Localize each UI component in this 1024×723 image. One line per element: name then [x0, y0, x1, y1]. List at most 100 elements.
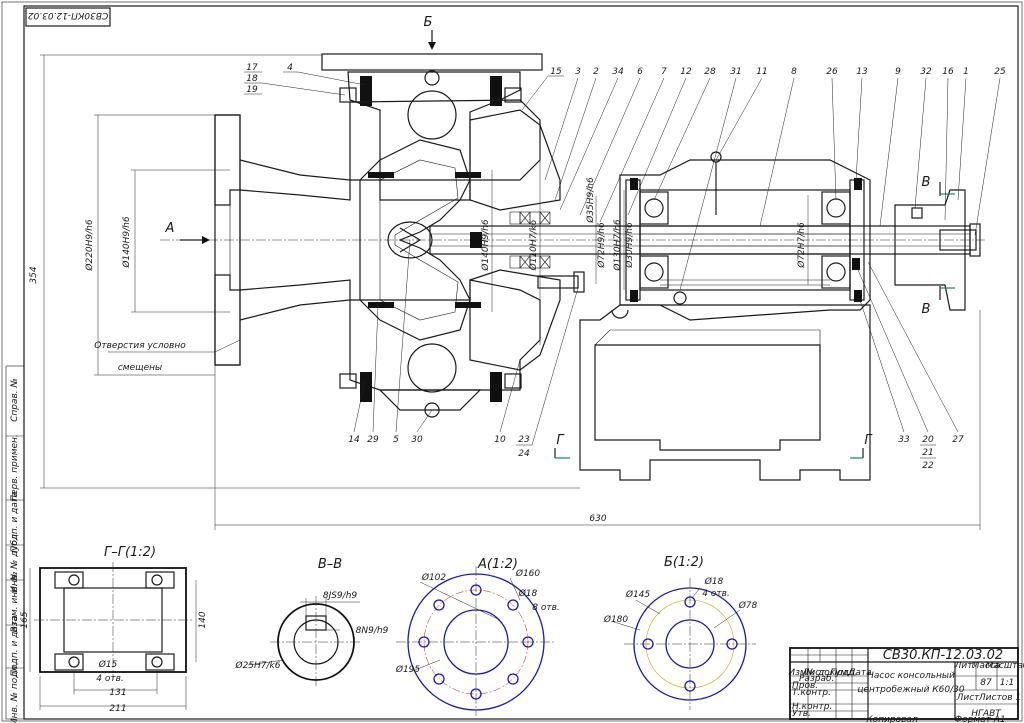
tb-sheet-label: Лит.: [954, 661, 976, 671]
callout-17: 17: [246, 63, 258, 73]
view-b-d-outer: Ø180: [603, 614, 629, 625]
callout-32: 32: [920, 67, 932, 77]
callout-27: 27: [952, 435, 964, 445]
callout-18: 18: [246, 74, 258, 84]
gg-w-outer: 211: [109, 704, 126, 714]
view-b-holes: 4 отв.: [702, 589, 730, 599]
arrow-b-label: Б: [424, 15, 433, 30]
side-strip-3: Подп. и дата: [10, 491, 20, 552]
dim-d-shaft1: Ø35H9/h6: [585, 177, 596, 224]
dim-d-sleeve: Ø110H7/k6: [528, 219, 539, 271]
view-b-d-pitch: Ø145: [625, 589, 651, 600]
tb-role-tcontr: Т.контр.: [792, 688, 831, 698]
tb-name-1: Насос консольный: [867, 671, 955, 681]
callout-4: 4: [287, 63, 293, 73]
callout-24: 24: [518, 449, 530, 459]
gg-h-right: 140: [198, 611, 208, 628]
callout-20: 20: [922, 435, 934, 445]
callouts-top: 4 17 18 19 15 3 2 34 6 7 12 28 31 11: [244, 63, 1006, 291]
callout-21: 21: [922, 448, 933, 458]
callout-28: 28: [704, 67, 716, 77]
view-a-d-bore: Ø102: [421, 572, 447, 583]
callout-10: 10: [494, 435, 506, 445]
dim-d-shaft2: Ø72H9/h6: [596, 222, 607, 269]
corner-code: СВ30КП-12.03.02: [28, 10, 109, 20]
note-line1: Отверстия условно: [94, 341, 186, 351]
side-strip-5: Взам. инв. №: [10, 571, 20, 632]
tb-copied: Копировал: [866, 715, 918, 723]
cut-g-right: Г: [864, 433, 873, 448]
tb-sheet: Лист: [956, 693, 981, 703]
view-a-d-outer: Ø195: [395, 664, 421, 675]
vv-shaft-d: Ø25H7/k6: [235, 660, 281, 671]
gg-d-holes: Ø15: [98, 659, 118, 670]
side-strip-1: Справ. №: [10, 378, 20, 422]
side-strip-2: Перв. примен.: [10, 434, 20, 502]
vv-key-w: 8JS9/h9: [323, 591, 358, 601]
callout-12: 12: [680, 67, 692, 77]
tb-row-date: Дата: [847, 668, 871, 678]
tb-mass: 87: [980, 678, 992, 688]
corner-code-box: СВ30КП-12.03.02: [25, 7, 111, 27]
callout-30: 30: [411, 435, 423, 445]
callout-7: 7: [661, 67, 667, 77]
callout-23: 23: [518, 435, 530, 445]
gg-holes: 4 отв.: [96, 674, 124, 684]
tb-name-2: центробежный К60/30: [857, 685, 965, 695]
callout-14: 14: [348, 435, 360, 445]
tb-role-appr: Утв.: [792, 709, 811, 719]
view-b-d-hole: Ø18: [704, 576, 724, 587]
side-strip-7: Инв. № подл.: [10, 663, 20, 723]
cut-g-left: Г: [556, 433, 565, 448]
callout-1: 1: [963, 67, 969, 77]
section-vv-title: В–В: [318, 557, 342, 572]
cut-v-top: В: [922, 175, 931, 190]
side-strip-6: Подп. и дата: [10, 615, 20, 676]
tb-scale-label: Масштаб: [986, 661, 1024, 671]
callout-34: 34: [612, 67, 624, 77]
tb-sheets: Листов 1: [978, 693, 1021, 703]
view-a-detail: А(1:2) Ø102 Ø160 Ø18 8 отв. Ø195: [395, 557, 560, 716]
callout-2: 2: [593, 67, 599, 77]
section-gg-title: Г–Г(1:2): [104, 545, 156, 560]
tb-role-check: Пров.: [792, 681, 818, 691]
callout-25: 25: [994, 67, 1006, 77]
callout-16: 16: [942, 67, 954, 77]
dim-overall-height: 354: [29, 266, 39, 283]
view-b-d-bore: Ø78: [738, 600, 758, 611]
tb-org: НГАВТ: [971, 709, 1002, 719]
callout-11: 11: [756, 67, 767, 77]
gg-h-left: 165: [20, 611, 30, 628]
title-block: СВ30.КП-12.03.02 Насос консольный центро…: [788, 647, 1024, 723]
view-a-label: А: [165, 221, 175, 236]
callout-33: 33: [898, 435, 910, 445]
view-a-d-pitch: Ø160: [515, 568, 541, 579]
side-strip: Справ. № Перв. примен. Подп. и дата Инв.…: [5, 365, 25, 723]
side-strip-4: Инв. № дубл.: [10, 531, 20, 593]
vv-key-d: 8N9/h9: [356, 626, 389, 636]
callout-8: 8: [791, 67, 797, 77]
callout-3: 3: [575, 67, 581, 77]
section-v-v: В–В 8JS9/h9 8N9/h9 Ø25H7/k6: [235, 557, 389, 688]
tb-code: СВ30.КП-12.03.02: [883, 648, 1003, 663]
view-a-d-hole: Ø18: [518, 588, 538, 599]
callout-6: 6: [637, 67, 643, 77]
tb-mass-label: Масса: [972, 661, 1001, 671]
tb-row-list: Лист: [802, 668, 827, 678]
dim-d-bearing3: Ø72H7/h6: [796, 222, 807, 269]
dim-d-flange: Ø220H9/h6: [84, 219, 95, 271]
dim-d-seal: Ø140H9/h6: [480, 219, 491, 271]
callout-5: 5: [393, 435, 399, 445]
callout-19: 19: [246, 85, 258, 95]
tb-row-doc: № докум.: [805, 668, 850, 678]
view-b-detail: Б(1:2) Ø18 4 отв. Ø145 Ø78 Ø180: [603, 555, 758, 710]
tb-format: Формат А1: [954, 715, 1005, 723]
dim-overall-length: 630: [589, 514, 606, 524]
callout-31: 31: [730, 67, 741, 77]
callout-15: 15: [550, 67, 562, 77]
callout-26: 26: [826, 67, 838, 77]
callout-22: 22: [922, 461, 934, 471]
callouts-bottom: 14 29 5 30 10 23 24 33 20 21 22 27: [348, 239, 964, 471]
